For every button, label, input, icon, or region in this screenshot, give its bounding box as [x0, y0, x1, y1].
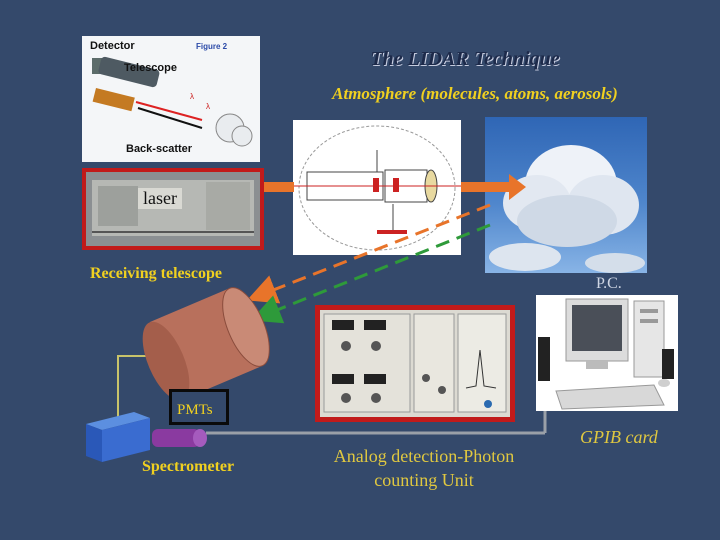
- slide-title: The LIDAR Technique: [370, 48, 560, 70]
- pmts-label: PMTs: [177, 402, 213, 418]
- analog-unit-label-line1: Analog detection-Photon: [333, 446, 515, 466]
- pc-photo: [536, 295, 678, 411]
- analog-unit-label-line2: counting Unit: [374, 470, 474, 490]
- detector-label: Detector: [90, 40, 135, 52]
- receiving-telescope-label: Receiving telescope: [90, 265, 222, 282]
- pmt-icon: [152, 429, 207, 447]
- svg-text:λ: λ: [190, 92, 194, 101]
- figure-number-label: Figure 2: [196, 42, 228, 51]
- laser-photo-frame: laser: [82, 168, 264, 250]
- analog-detection-unit-label: Analog detection-Photon counting Unit: [300, 444, 548, 492]
- telescope-label: Telescope: [124, 62, 177, 74]
- laser-beam-segment-2: [461, 182, 511, 192]
- beam-scattering-diagram: [293, 120, 461, 255]
- return-beam-green: [250, 223, 491, 324]
- receiving-telescope-icon: [142, 287, 270, 401]
- spectrometer-label: Spectrometer: [142, 458, 235, 475]
- detection-unit-photo: [320, 310, 510, 417]
- slide-subtitle: Atmosphere (molecules, atoms, aerosols): [332, 84, 618, 103]
- telescope-to-spectrometer-cable: [117, 355, 150, 420]
- pmts-box: PMTs: [169, 389, 229, 425]
- return-beam-orange: [246, 203, 491, 304]
- gpib-card-label: GPIB card: [580, 427, 658, 447]
- laser-beam-segment-1: [264, 182, 294, 192]
- pc-label: P.C.: [596, 275, 622, 292]
- laser-label: laser: [138, 188, 182, 209]
- lidar-schematic-illustration: λ λ Detector Figure 2 Telescope Back-sca…: [90, 40, 253, 155]
- svg-text:λ: λ: [206, 102, 210, 111]
- figure-inset: λ λ Detector Figure 2 Telescope Back-sca…: [82, 36, 260, 162]
- spectrometer-icon: [86, 412, 150, 462]
- backscatter-label: Back-scatter: [126, 143, 193, 155]
- laser-beam-arrowhead: [509, 174, 526, 200]
- laser-photo: laser: [86, 172, 260, 246]
- detection-unit-frame: [315, 305, 515, 422]
